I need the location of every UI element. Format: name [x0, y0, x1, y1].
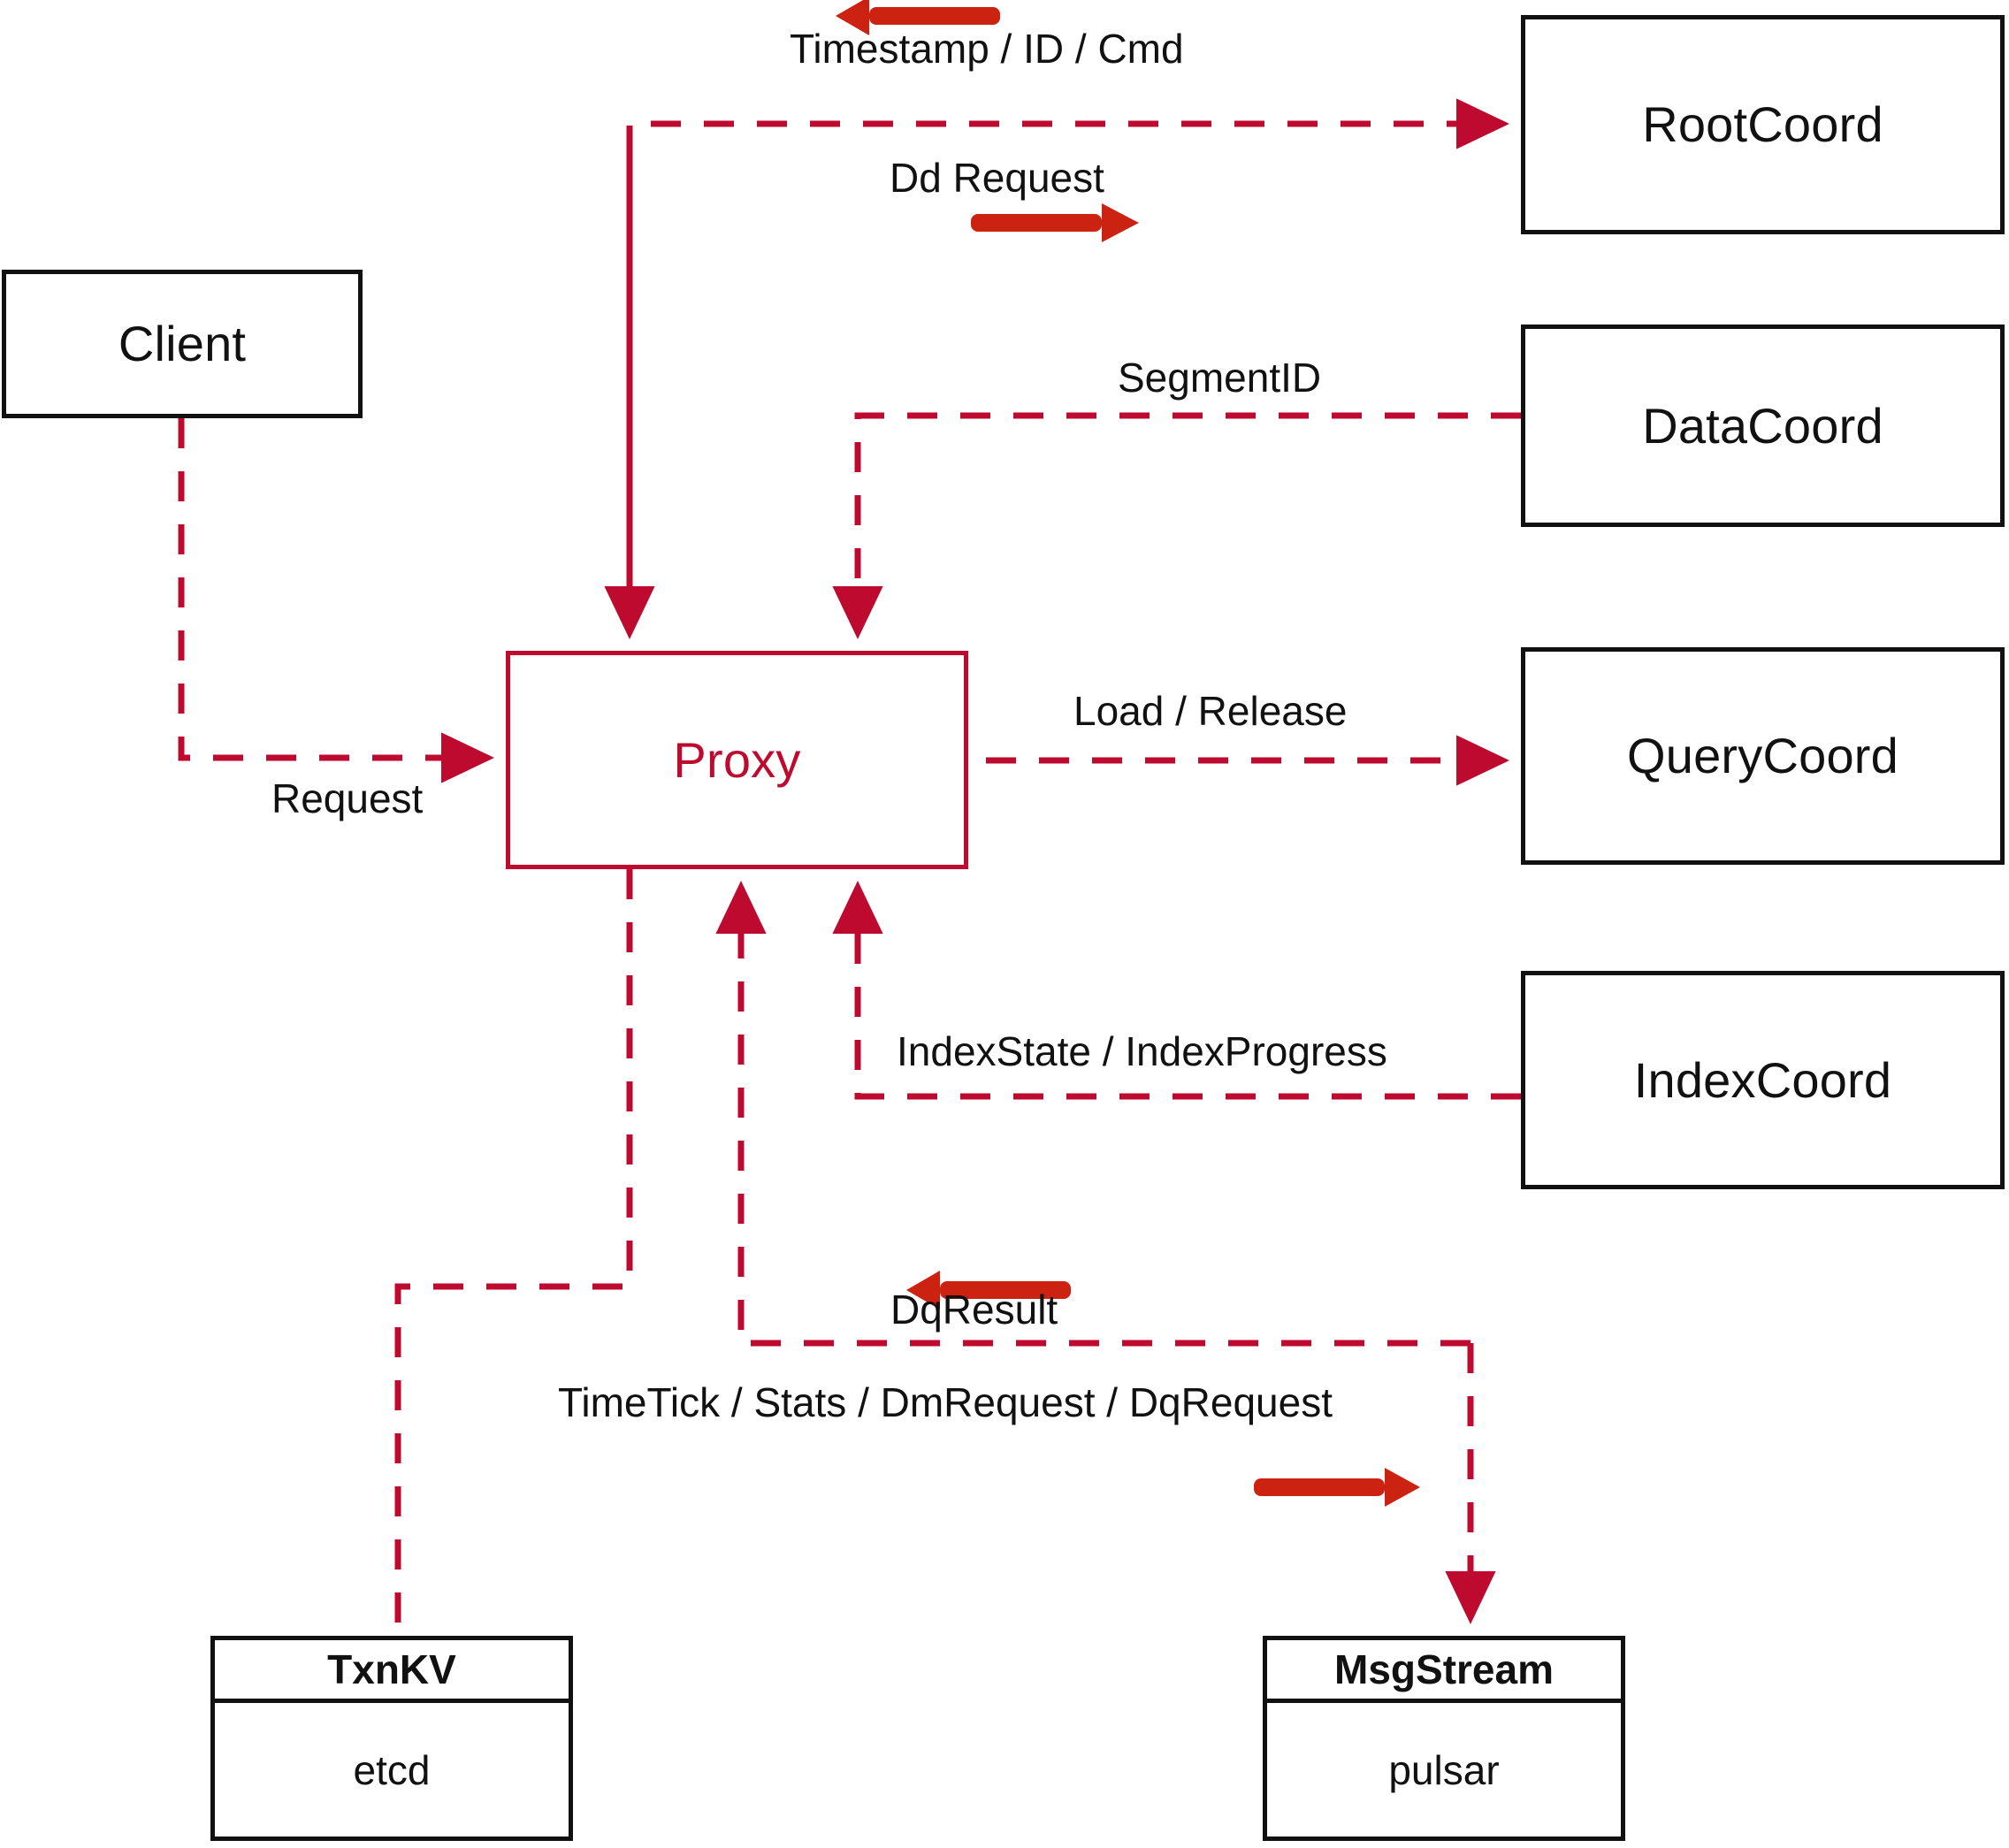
edge-label-index-state-progress: IndexState / IndexProgress — [897, 1028, 1387, 1074]
edge-msgstream-to-proxy — [715, 880, 1470, 1347]
node-indexcoord[interactable]: IndexCoord — [1521, 971, 2005, 1189]
node-rootcoord[interactable]: RootCoord — [1521, 15, 2005, 234]
timestamp-arrow-icon — [836, 0, 1000, 35]
node-msgstream-header: MsgStream — [1267, 1640, 1621, 1703]
node-msgstream-body: pulsar — [1267, 1703, 1621, 1837]
edge-label-dd-request: Dd Request — [890, 155, 1104, 201]
edge-label-segment-id: SegmentID — [1118, 355, 1322, 401]
node-querycoord-label: QueryCoord — [1626, 728, 1899, 783]
edge-datacoord-to-proxy — [832, 412, 1521, 640]
node-datacoord-label: DataCoord — [1642, 397, 1883, 454]
edge-label-request: Request — [271, 775, 424, 821]
edge-label-dq-result: DqResult — [890, 1287, 1058, 1333]
node-indexcoord-label: IndexCoord — [1633, 1051, 1892, 1108]
dm-request-arrow-icon — [1254, 1468, 1420, 1507]
node-txnkv[interactable]: TxnKV etcd — [210, 1636, 573, 1841]
node-datacoord[interactable]: DataCoord — [1521, 325, 2005, 527]
edge-label-load-release: Load / Release — [1073, 688, 1348, 734]
node-querycoord[interactable]: QueryCoord — [1521, 647, 2005, 865]
edge-label-timetick-stats: TimeTick / Stats / DmRequest / DqRequest — [558, 1379, 1333, 1425]
emphasis-arrows — [836, 0, 1420, 1507]
node-proxy-label: Proxy — [673, 731, 801, 788]
node-msgstream-header-label: MsgStream — [1334, 1646, 1554, 1692]
node-txnkv-header: TxnKV — [215, 1640, 569, 1703]
node-txnkv-body: etcd — [215, 1703, 569, 1837]
node-txnkv-body-label: etcd — [353, 1746, 431, 1793]
edge-label-timestamp-id-cmd: Timestamp / ID / Cmd — [790, 26, 1184, 72]
edge-proxy-to-txnkv — [394, 869, 633, 1636]
node-client-label: Client — [118, 316, 247, 371]
node-txnkv-header-label: TxnKV — [327, 1646, 456, 1692]
edge-indexcoord-to-proxy — [832, 880, 1521, 1100]
dd-request-arrow-icon — [971, 203, 1139, 242]
edge-client-to-proxy — [178, 418, 495, 783]
node-rootcoord-label: RootCoord — [1642, 96, 1883, 152]
node-proxy[interactable]: Proxy — [506, 651, 968, 869]
dq-result-arrow-icon — [906, 1271, 1071, 1310]
node-client[interactable]: Client — [2, 270, 363, 418]
node-msgstream[interactable]: MsgStream pulsar — [1263, 1636, 1625, 1841]
node-msgstream-body-label: pulsar — [1388, 1746, 1500, 1793]
